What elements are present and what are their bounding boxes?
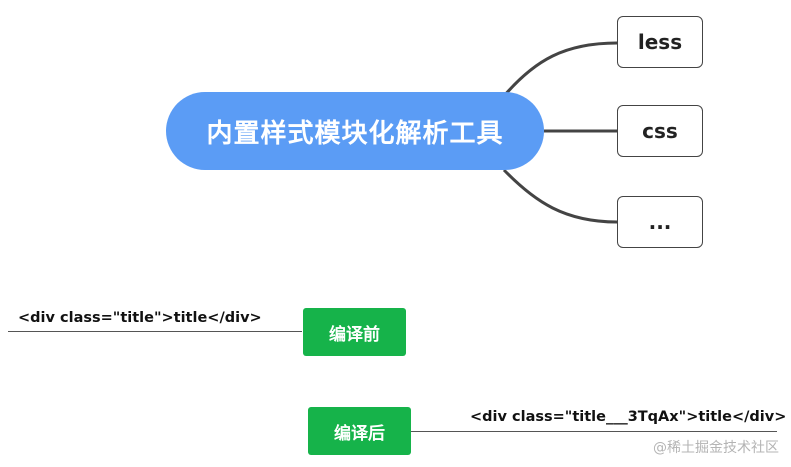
- mindmap-leaf-css: css: [617, 105, 703, 157]
- code-before-underline: [8, 331, 302, 332]
- code-before: <div class="title">title</div>: [18, 310, 262, 326]
- mindmap-leaf-more: ...: [617, 196, 703, 248]
- code-after: <div class="title___3TqAx">title</div>: [470, 409, 787, 425]
- watermark: @稀土掘金技术社区: [653, 440, 779, 456]
- code-after-underline: [411, 431, 777, 432]
- tag-before-compile: 编译前: [303, 308, 406, 356]
- connector-less: [502, 41, 618, 97]
- mindmap-leaf-less: less: [617, 16, 703, 68]
- mindmap-root-node: 内置样式模块化解析工具: [166, 92, 544, 170]
- connector-more: [502, 168, 618, 224]
- tag-after-compile: 编译后: [308, 407, 411, 455]
